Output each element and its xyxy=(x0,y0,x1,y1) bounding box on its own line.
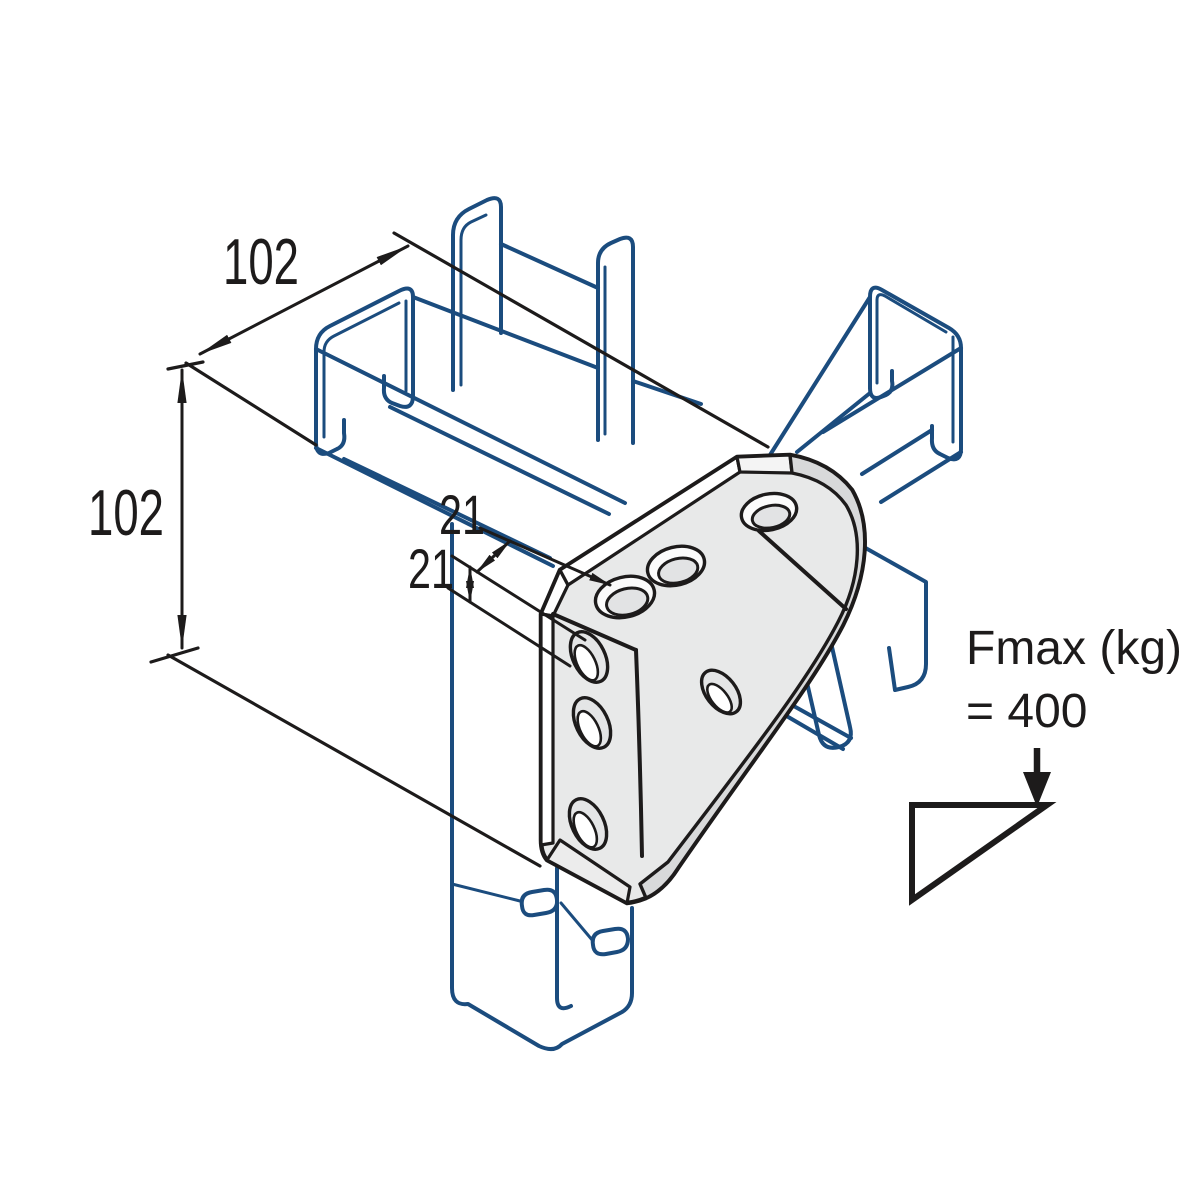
bracket-top-holes xyxy=(593,491,799,620)
post-bottom-outline xyxy=(450,522,634,1051)
dim-label-hole-offset: 21 xyxy=(439,483,485,546)
hole xyxy=(645,544,707,588)
bracket-fold-lines xyxy=(551,529,848,858)
load-rating-label: Fmax (kg) xyxy=(966,622,1182,675)
vertical-strut-bottom xyxy=(450,522,634,1051)
post-bottom-lip xyxy=(590,926,630,957)
bracket-bottom-chamfer xyxy=(545,838,632,905)
channel-parts-behind-bracket xyxy=(764,544,928,751)
channel-right-lip-edge xyxy=(860,428,934,476)
strut-channel-right xyxy=(768,285,963,504)
channel-left-lip-edge xyxy=(342,457,552,560)
extension-lines xyxy=(149,231,770,868)
channel-left-end-face xyxy=(314,286,415,445)
post-flange-inner-line xyxy=(459,213,488,387)
channel-left-lip xyxy=(381,374,415,409)
extension-line-hole xyxy=(450,554,587,642)
labels: 102 102 21 21 Fmax (kg) = 400 xyxy=(88,225,1182,738)
gusset-bracket xyxy=(538,452,867,906)
hole xyxy=(739,491,799,533)
dim-label-width: 102 xyxy=(223,225,299,298)
channel-right-end-face xyxy=(868,285,963,451)
fold-top-to-right-web xyxy=(757,529,848,611)
dimension-line-hole-offset xyxy=(475,539,512,574)
post-front-corner-edge xyxy=(555,866,573,1011)
fold-top-to-left-web xyxy=(551,612,638,652)
vertical-strut-top xyxy=(451,196,635,445)
extension-line-height xyxy=(166,653,542,868)
dimension-line-width xyxy=(198,244,410,356)
slot-hole xyxy=(571,696,613,750)
post-bottom-rim-lines xyxy=(450,882,595,943)
channel-left-back-top-edge xyxy=(411,295,703,406)
post-web-edge xyxy=(499,242,600,290)
dim-label-hole-pitch: 21 xyxy=(408,537,454,600)
hole xyxy=(593,574,657,620)
load-direction-symbol xyxy=(909,748,1057,906)
post-back-flange xyxy=(451,196,503,392)
channel-right-front-bottom-edge xyxy=(795,391,872,454)
channel-right-back-bottom-edge xyxy=(879,450,963,504)
load-triangle-icon xyxy=(909,802,1057,906)
dim-label-height: 102 xyxy=(88,476,164,549)
slot-hole xyxy=(699,668,743,716)
channel-left-front-bottom-edge xyxy=(314,446,555,568)
extension-tick xyxy=(149,646,200,664)
fold-corner-vertical xyxy=(634,648,644,858)
bracket-corner-chamfer xyxy=(735,453,794,475)
strut-channel-framework xyxy=(314,196,963,1051)
post-bottom-lip xyxy=(519,887,560,918)
channel-flange-behind xyxy=(860,544,928,692)
channel-right-front-top-edge xyxy=(768,295,872,457)
extension-line-width xyxy=(392,231,770,449)
bracket-edge-strip xyxy=(539,612,555,847)
channel-right-lip xyxy=(929,424,963,462)
channel-left-lip-edge xyxy=(388,405,611,516)
load-arrow-icon xyxy=(1023,772,1051,807)
channel-left-front-top-edge xyxy=(314,347,627,505)
leader-to-hole xyxy=(478,526,612,587)
bracket-bent-edge-band xyxy=(638,453,867,900)
extension-line-corner xyxy=(184,361,318,447)
slot-hole xyxy=(568,630,610,684)
dimensions xyxy=(177,244,612,668)
bracket-slot-holes xyxy=(567,630,743,851)
channel-right-back-top-edge xyxy=(821,346,963,434)
extension-tick xyxy=(166,360,205,371)
channel-right-inner-line xyxy=(875,293,955,444)
post-front-lip-bar xyxy=(596,235,635,445)
load-rating-value: = 400 xyxy=(966,685,1087,738)
slot-hole xyxy=(567,797,609,851)
